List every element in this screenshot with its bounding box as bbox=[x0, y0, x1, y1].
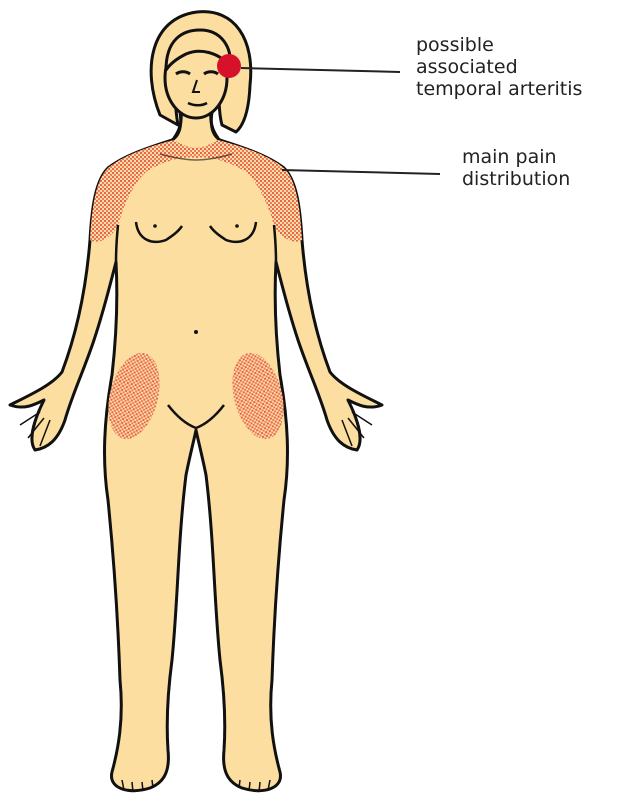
main-pain-label-line-1: main pain bbox=[462, 146, 570, 168]
temporal-arteritis-spot bbox=[217, 54, 241, 78]
temporal-label-line-1: possible bbox=[416, 34, 582, 56]
body-silhouette bbox=[10, 112, 382, 791]
navel bbox=[194, 330, 198, 334]
main-pain-label: main pain distribution bbox=[462, 146, 570, 190]
left-nipple bbox=[153, 224, 157, 228]
temporal-arteritis-label: possible associated temporal arteritis bbox=[416, 34, 582, 100]
main-pain-label-line-2: distribution bbox=[462, 168, 570, 190]
pain-leader-line bbox=[282, 170, 440, 174]
temporal-label-line-3: temporal arteritis bbox=[416, 78, 582, 100]
temporal-label-line-2: associated bbox=[416, 56, 582, 78]
right-nipple bbox=[235, 224, 239, 228]
temporal-leader-line bbox=[241, 68, 400, 72]
